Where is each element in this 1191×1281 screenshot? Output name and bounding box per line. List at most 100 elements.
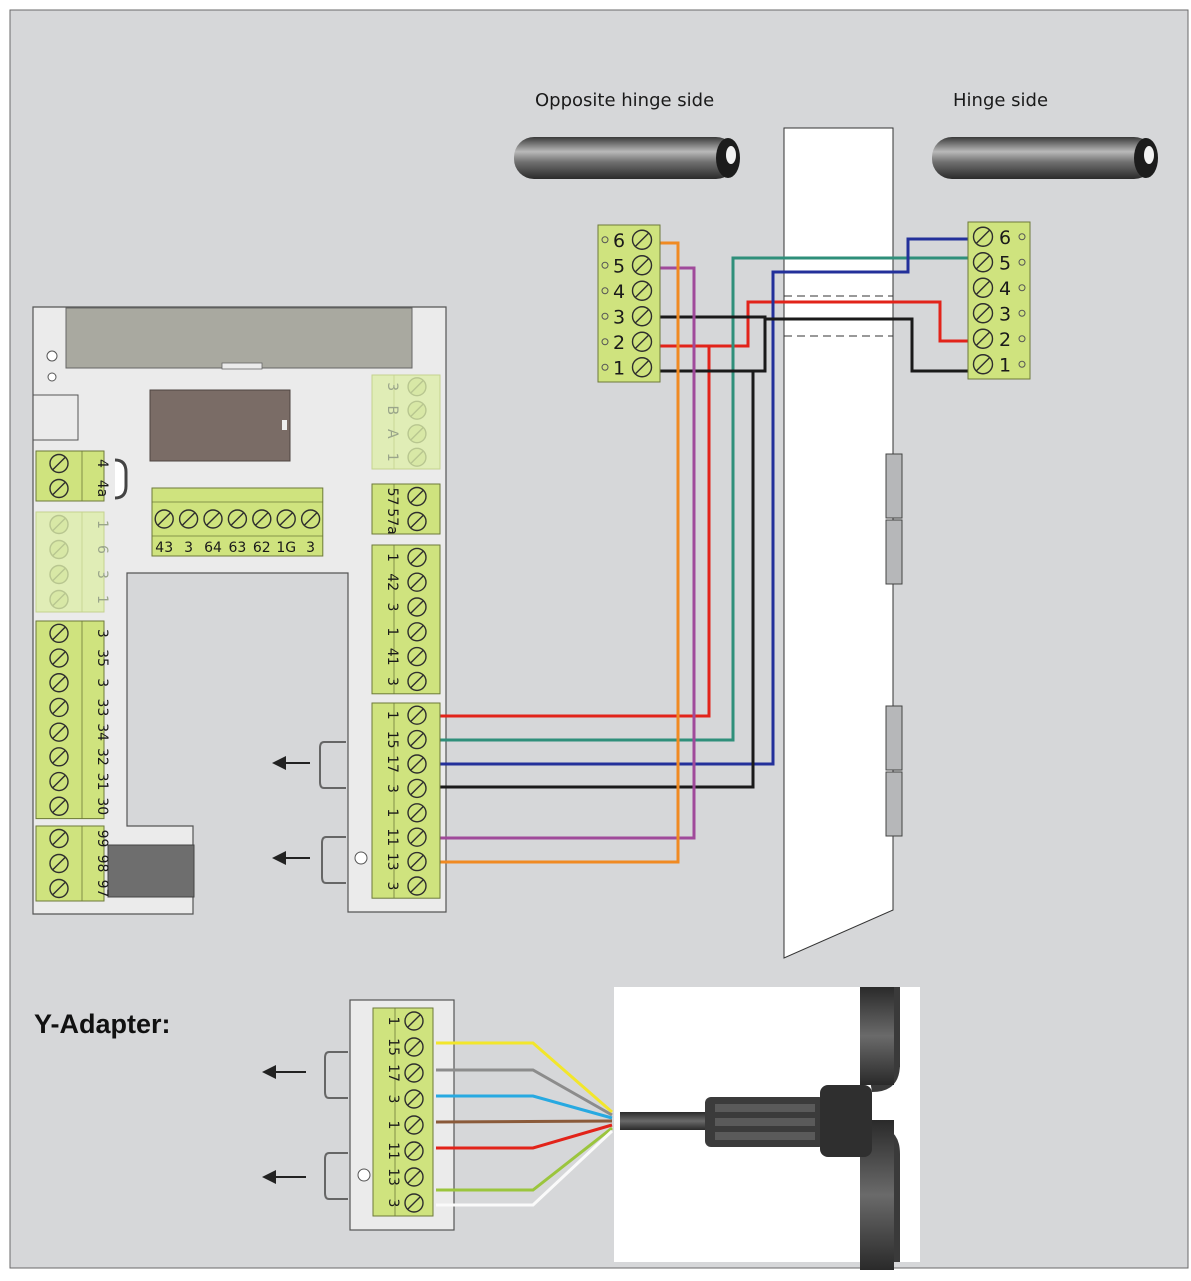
wire-blue: [428, 237, 975, 766]
opposite-sensor-terminal: 6 5 4 3 2 1: [597, 224, 661, 383]
ya-wire-white: [436, 1129, 614, 1207]
terminal-label: 99: [94, 830, 110, 848]
terminal-label: 1G: [276, 540, 296, 556]
terminal-label: 57a: [384, 508, 400, 534]
board-block-4-4a: 4 4a: [35, 450, 110, 502]
terminal-label: 11: [384, 828, 400, 846]
terminal-label: B: [384, 405, 400, 415]
terminal-label: 17: [385, 1064, 401, 1082]
terminal-number: 4: [613, 281, 625, 303]
terminal-label: 11: [385, 1142, 401, 1160]
terminal-number: 5: [613, 255, 625, 277]
terminal-label: 30: [94, 797, 110, 815]
terminal-label: 35: [94, 649, 110, 667]
terminal-label: 3: [94, 570, 110, 579]
y-adapter-title: Y-Adapter:: [34, 1009, 171, 1039]
terminal-label: 98: [94, 855, 110, 873]
ya-wire-yellow: [436, 1041, 613, 1114]
hinge-side-label: Hinge side: [953, 90, 1048, 111]
terminal-label: 62: [253, 540, 271, 556]
ya-wire-lime: [436, 1126, 613, 1192]
terminal-label: 3: [384, 882, 400, 891]
terminal-label: 13: [385, 1168, 401, 1186]
door-leaf: [783, 127, 894, 959]
terminal-number: 1: [613, 357, 625, 379]
wiring: [428, 237, 975, 1207]
terminal-label: 3: [384, 784, 400, 793]
board-clips: [319, 741, 346, 884]
terminal-label: 33: [94, 699, 110, 717]
terminal-label: 1: [384, 553, 400, 562]
terminal-label: 97: [94, 880, 110, 898]
ya-wire-grey: [436, 1068, 613, 1117]
terminal-number: 2: [613, 332, 625, 354]
control-board: [32, 306, 447, 915]
hinge-sensor: [932, 137, 1158, 179]
terminal-number: 6: [613, 230, 625, 252]
terminal-label: 15: [384, 731, 400, 749]
terminal-label: 63: [228, 540, 246, 556]
terminal-label: 1: [385, 1121, 401, 1130]
terminal-number: 5: [999, 252, 1011, 274]
door-hinges: [885, 453, 903, 837]
terminal-label: 1: [384, 711, 400, 720]
y-adapter-clip: [324, 1152, 348, 1200]
terminal-label: 1: [94, 595, 110, 604]
opposite-hinge-side-label: Opposite hinge side: [535, 90, 714, 111]
terminal-label: 13: [384, 853, 400, 871]
terminal-label: 3: [385, 1199, 401, 1208]
terminal-label: 3: [94, 678, 110, 687]
terminal-number: 6: [999, 227, 1011, 249]
diagram-background: [9, 9, 1189, 1269]
terminal-label: 42: [384, 573, 400, 591]
ya-wire-brown: [435, 1119, 613, 1124]
terminal-label: 41: [384, 648, 400, 666]
terminal-label: 1: [385, 1017, 401, 1026]
terminal-label: 4a: [94, 480, 110, 498]
wire-black-hinge: [660, 315, 975, 373]
terminal-number: 2: [999, 329, 1011, 351]
y-adapter-mounting-hole: [357, 1168, 371, 1182]
terminal-label: 15: [385, 1038, 401, 1056]
terminal-label: 34: [94, 723, 110, 741]
terminal-label: A: [384, 429, 400, 439]
y-adapter-photo: [614, 987, 920, 1270]
terminal-label: 3: [94, 629, 110, 638]
terminal-label: 3: [384, 677, 400, 686]
terminal-number: 3: [999, 303, 1011, 325]
wire-red: [428, 344, 711, 718]
wire-black-link: [753, 317, 767, 373]
terminal-label: 3: [384, 603, 400, 612]
terminal-label: 4: [94, 459, 110, 468]
terminal-number: 1: [999, 354, 1011, 376]
ya-wire-cyan: [436, 1094, 613, 1120]
y-adapter-clip: [324, 1051, 348, 1099]
terminal-label: 3: [384, 382, 400, 391]
wire-orange: [428, 241, 680, 864]
terminal-label: 43: [155, 540, 173, 556]
terminal-label: 64: [204, 540, 222, 556]
direction-arrows: [262, 756, 310, 1184]
terminal-label: 1: [94, 520, 110, 529]
opposite-hinge-sensor: [514, 137, 740, 179]
terminal-label: 31: [94, 773, 110, 791]
terminal-label: 17: [384, 755, 400, 773]
terminal-number: 3: [613, 306, 625, 328]
ya-wire-red: [436, 1123, 613, 1150]
wire-green: [428, 256, 975, 742]
terminal-label: 3: [385, 1095, 401, 1104]
terminal-label: 57: [384, 488, 400, 506]
wire-black: [428, 369, 755, 789]
